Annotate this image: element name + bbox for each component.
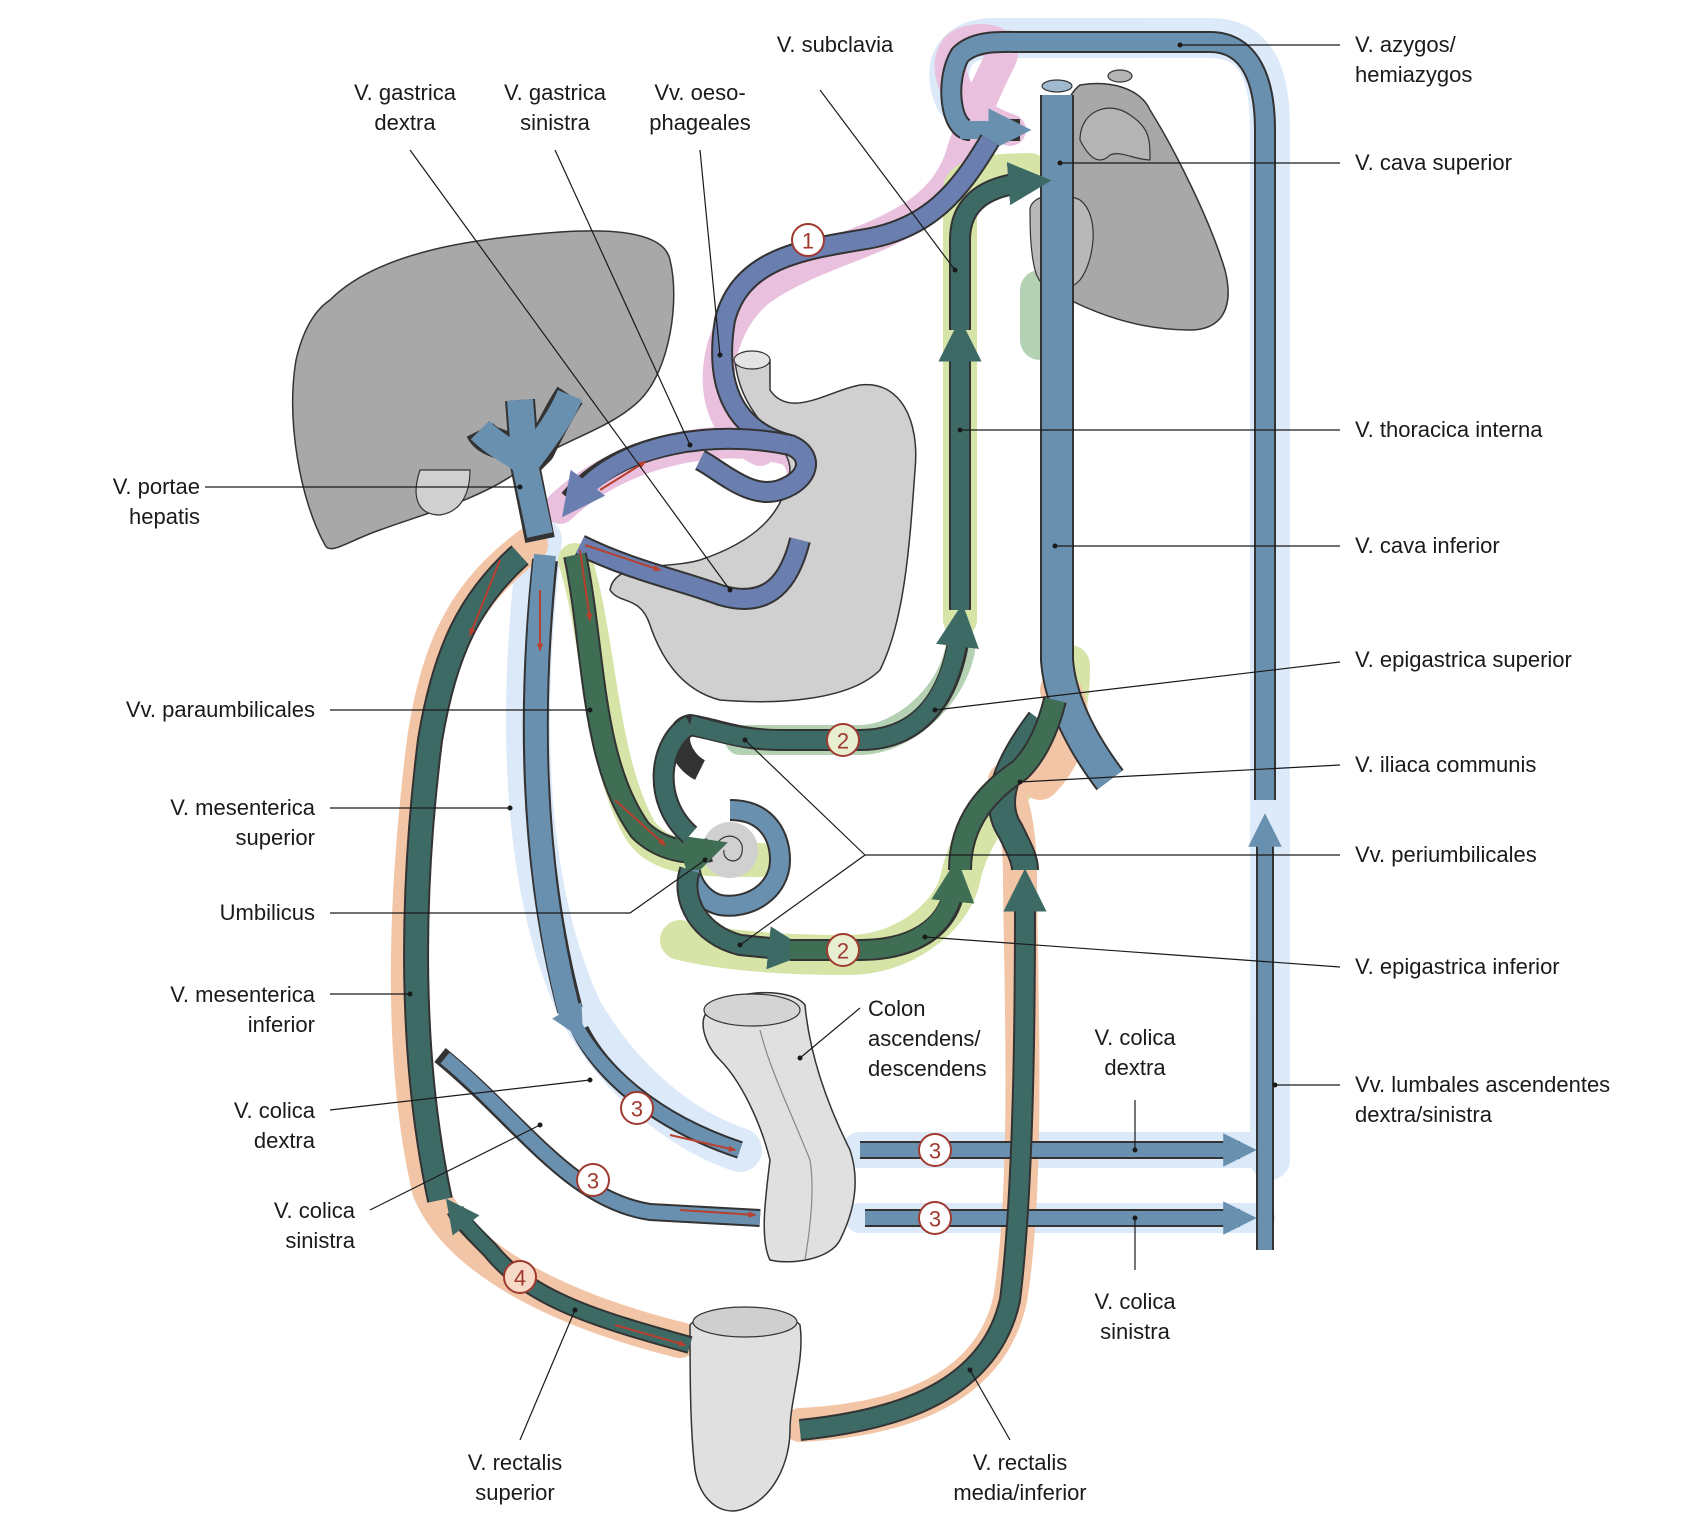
- rectum-opening: [692, 1306, 798, 1338]
- label-v-colica-sinistra-left: V. colica sinistra: [273, 1198, 355, 1253]
- svg-text:3: 3: [587, 1169, 599, 1194]
- badge-4: 4: [503, 1260, 537, 1294]
- colon: [702, 991, 856, 1263]
- label-v-cava-inferior: V. cava inferior: [1355, 533, 1500, 558]
- label-v-rectalis-media: V. rectalis media/inferior: [953, 1450, 1087, 1505]
- label-vv-periumbilicales: Vv. periumbilicales: [1355, 842, 1537, 867]
- svg-text:1: 1: [802, 229, 814, 254]
- heart-vessel-top: [1107, 69, 1133, 83]
- label-v-portae-hepatis: V. portae hepatis: [112, 474, 200, 529]
- label-v-colica-dextra-left: V. colica dextra: [233, 1098, 315, 1153]
- label-vv-oesophageales: Vv. oeso- phageales: [649, 80, 751, 135]
- label-v-colica-sinistra-right: V. colica sinistra: [1094, 1289, 1176, 1344]
- badge-2-upper: 2: [826, 723, 860, 757]
- colon-taenia: [759, 1029, 813, 1261]
- rectum: [689, 1313, 802, 1512]
- label-v-mesenterica-inferior: V. mesenterica inferior: [170, 982, 315, 1037]
- svg-text:3: 3: [929, 1207, 941, 1232]
- badge-3-b: 3: [576, 1163, 610, 1197]
- label-colon: Colon ascendens/ descendens: [868, 996, 987, 1081]
- label-umbilicus: Umbilicus: [219, 900, 315, 925]
- svg-text:3: 3: [631, 1097, 643, 1122]
- label-v-subclavia: V. subclavia: [776, 32, 894, 57]
- badge-1: 1: [791, 223, 825, 257]
- liver: [291, 230, 675, 550]
- label-v-epigastrica-inferior: V. epigastrica inferior: [1355, 954, 1560, 979]
- label-vv-lumbales: Vv. lumbales ascendentes dextra/sinistra: [1355, 1072, 1611, 1127]
- label-v-colica-dextra-right: V. colica dextra: [1094, 1025, 1176, 1080]
- colon-opening: [703, 993, 801, 1027]
- oesophagus-opening: [733, 350, 771, 370]
- label-v-mesenterica-superior: V. mesenterica superior: [170, 795, 315, 850]
- flow-arrows: [469, 461, 757, 1347]
- badge-3-c: 3: [918, 1133, 952, 1167]
- label-v-iliaca-communis: V. iliaca communis: [1355, 752, 1537, 777]
- svc-opening: [1041, 79, 1073, 93]
- badge-3-d: 3: [918, 1201, 952, 1235]
- stomach: [609, 359, 917, 703]
- vein-layer: [403, 30, 1282, 1441]
- badge-2-lower: 2: [826, 933, 860, 967]
- svg-text:2: 2: [837, 939, 849, 964]
- svg-text:2: 2: [837, 729, 849, 754]
- label-v-thoracica-interna: V. thoracica interna: [1355, 417, 1543, 442]
- svg-text:3: 3: [929, 1139, 941, 1164]
- label-v-azygos: V. azygos/ hemiazygos: [1355, 32, 1473, 87]
- umbilicus-disc: [702, 822, 758, 878]
- label-vv-paraumbilicales: Vv. paraumbilicales: [125, 697, 315, 722]
- leader-dots: [407, 42, 1278, 1373]
- label-v-cava-superior: V. cava superior: [1355, 150, 1512, 175]
- label-v-epigastrica-superior: V. epigastrica superior: [1355, 647, 1572, 672]
- gallbladder: [415, 469, 471, 516]
- leader-lines: [205, 44, 1341, 1441]
- label-v-rectalis-superior: V. rectalis superior: [467, 1450, 563, 1505]
- label-v-gastrica-dextra: V. gastrica dextra: [354, 80, 456, 135]
- aortic-arch: [1079, 107, 1151, 161]
- label-v-gastrica-sinistra: V. gastrica sinistra: [504, 80, 606, 135]
- svg-text:4: 4: [514, 1266, 526, 1291]
- badge-3-a: 3: [620, 1091, 654, 1125]
